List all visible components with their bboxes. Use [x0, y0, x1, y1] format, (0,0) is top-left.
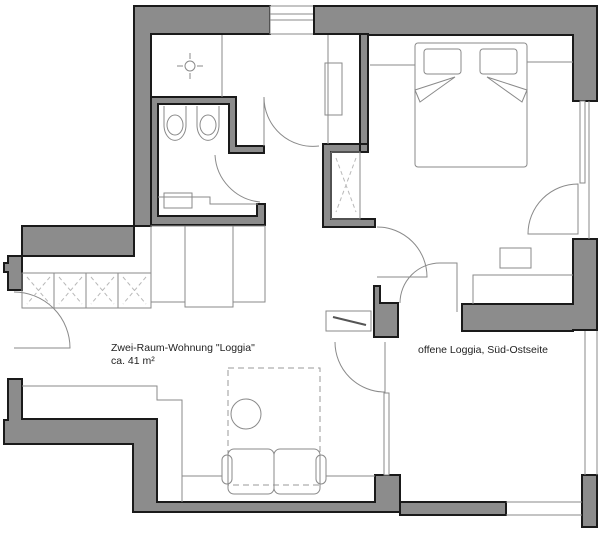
- apartment-title: Zwei-Raum-Wohnung "Loggia": [111, 342, 255, 354]
- wall-pillar-center: [373, 285, 399, 338]
- door-entry: [13, 291, 71, 349]
- kitchen-counter: [21, 272, 152, 309]
- wall-shower-right: [359, 143, 369, 153]
- wall-left-lower: [3, 378, 401, 513]
- door-bedroom: [376, 226, 428, 278]
- door-bathroom: [263, 96, 320, 147]
- apartment-area: ca. 41 m²: [111, 355, 155, 367]
- wall-top-right: [313, 5, 598, 102]
- window-bedroom-right: [579, 100, 586, 184]
- window-loggia-door: [383, 392, 390, 476]
- door-loggia: [334, 341, 386, 393]
- wall-right-lower: [461, 238, 598, 332]
- sink-icon: [158, 192, 258, 209]
- toilet-icon: [163, 106, 187, 141]
- wall-left-entry: [3, 255, 23, 291]
- wall-loggia-pillar: [581, 474, 598, 528]
- shower-tray-icon: [330, 151, 361, 220]
- wardrobe-hall: [324, 62, 343, 116]
- nightstand: [499, 247, 532, 269]
- door-balcony-bedroom: [527, 183, 579, 235]
- wall-loggia-bottom: [399, 501, 507, 516]
- desk: [472, 274, 573, 304]
- bidet-icon: [196, 106, 220, 141]
- wall-bathroom: [150, 96, 266, 226]
- radiator-icon: [325, 310, 372, 332]
- loggia-label: offene Loggia, Süd-Ostseite: [418, 344, 548, 356]
- sideboard: [22, 385, 183, 502]
- coffee-table-icon: [230, 398, 262, 430]
- wall-bedroom-left: [359, 33, 369, 153]
- sofa-icon: [221, 448, 327, 495]
- door-bathroom-arc: [214, 154, 261, 203]
- door-bedroom-2: [399, 262, 458, 312]
- double-bed-icon: [370, 42, 573, 168]
- dining-table: [150, 225, 266, 308]
- shower-drain-icon: [177, 53, 203, 79]
